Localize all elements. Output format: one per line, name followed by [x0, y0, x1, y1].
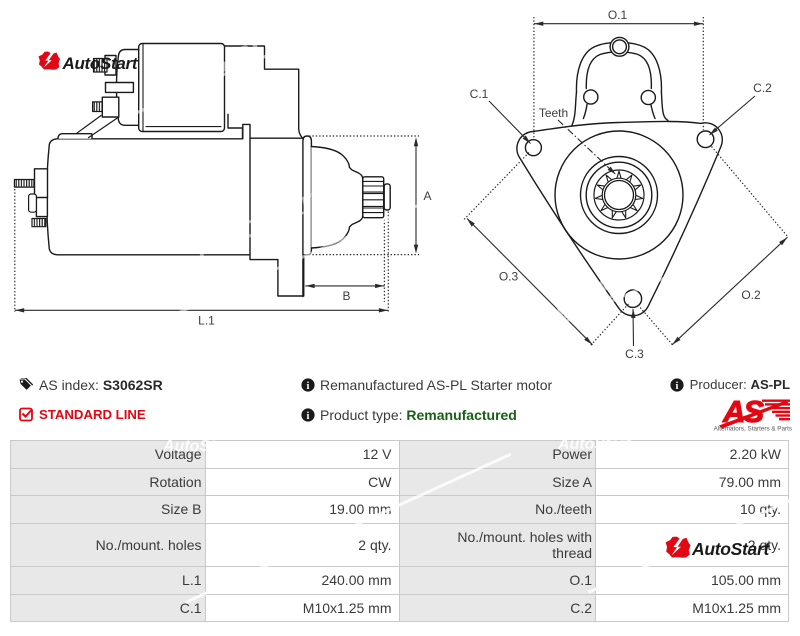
svg-text:O.1: O.1	[608, 8, 628, 22]
svg-text:Alternators, Starters & Parts: Alternators, Starters & Parts	[714, 426, 792, 433]
svg-text:B: B	[342, 289, 350, 303]
svg-text:C.3: C.3	[625, 347, 644, 361]
svg-text:i: i	[676, 381, 679, 392]
svg-text:i: i	[307, 411, 310, 422]
svg-text:C.2: C.2	[753, 81, 772, 95]
svg-text:Teeth: Teeth	[539, 106, 568, 120]
svg-text:AutoStart: AutoStart	[691, 539, 770, 559]
svg-text:L.1: L.1	[198, 314, 215, 328]
svg-text:C.1: C.1	[470, 87, 489, 101]
svg-text:A: A	[423, 189, 431, 203]
svg-text:O.2: O.2	[741, 288, 761, 302]
svg-text:O.3: O.3	[499, 270, 519, 284]
svg-text:i: i	[307, 381, 310, 392]
svg-text:AS: AS	[722, 394, 764, 429]
svg-text:AutoStart: AutoStart	[62, 54, 139, 73]
